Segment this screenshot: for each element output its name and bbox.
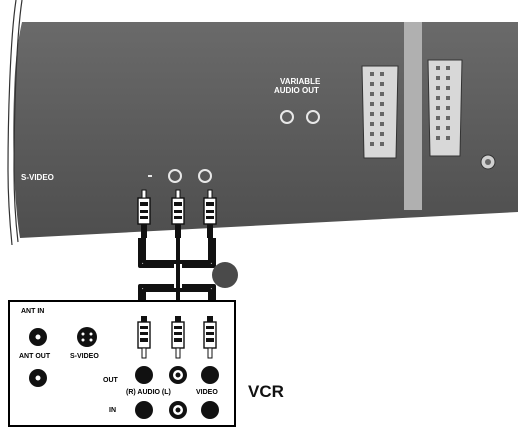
tv-panel-edge [7,0,17,246]
vcr-out-audio-r-jack [135,366,153,384]
plug-lower-middle [171,316,185,359]
plug-upper-middle [171,189,185,238]
tv-input-jack-2 [198,169,212,183]
vcr-svideo-label: S-VIDEO [70,353,99,360]
cable-connector-dot [212,262,238,288]
tv-svideo-label: S-VIDEO [21,173,54,182]
vcr-out-audio-l-jack [169,366,187,384]
plug-lower-left [137,316,151,359]
tv-panel-divider [404,22,422,210]
vcr-title: VCR [248,382,284,401]
variable-audio-label-line1: VARIABLE [280,77,321,86]
vcr-ant-in-jack [29,328,47,346]
vcr-in-audio-r-jack [135,401,153,419]
tv-panel-edge-inner [13,0,23,243]
vcr-svideo-jack [77,327,97,347]
scart-connector-1 [361,65,399,159]
scart-connector-2 [427,59,463,157]
cable-right-outer [182,238,216,268]
scart-2-pins [436,66,450,140]
scart-1-pins [370,72,384,146]
vcr-video-label: VIDEO [196,389,218,396]
vcr-box [8,300,236,427]
vcr-in-audio-l-jack [169,401,187,419]
variable-audio-label-line2: AUDIO OUT [274,86,319,95]
variable-audio-jack-right [306,110,320,124]
vcr-ant-out-jack [29,369,47,387]
tv-input-jack-1 [168,169,182,183]
plug-upper-left [137,189,151,238]
variable-audio-jack-left [280,110,294,124]
vcr-ant-in-label: ANT IN [21,308,45,315]
tv-round-connector [480,154,496,170]
plug-upper-right [203,189,217,238]
cable-right [176,238,212,316]
cable-left-outer [138,238,174,268]
vcr-out-video-jack [201,366,219,384]
vcr-audio-label: (R) AUDIO (L) [126,389,171,396]
vcr-in-label: IN [109,407,116,414]
vcr-ant-out-label: ANT OUT [19,353,51,360]
vcr-in-video-jack [201,401,219,419]
vcr-out-label: OUT [103,377,118,384]
plug-lower-right [203,316,217,359]
tv-back-panel [7,0,518,246]
tv-input-dash [148,175,152,177]
